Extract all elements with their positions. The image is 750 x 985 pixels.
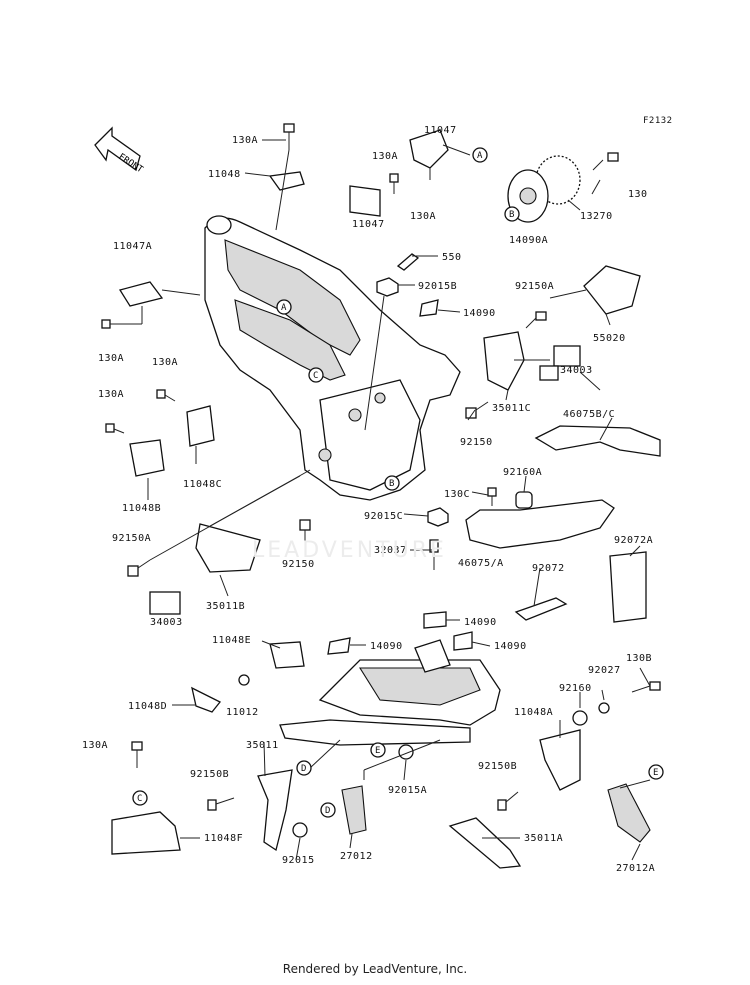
leader-lines [122, 139, 651, 861]
part-label: 35011C [492, 403, 531, 414]
part-label: 11048A [514, 707, 553, 718]
part-label: 92015 [282, 855, 315, 866]
part-label: 11012 [226, 707, 259, 718]
bracket-icon [111, 129, 651, 869]
part-label: 14090 [370, 641, 403, 652]
part-label: 130B [626, 653, 652, 664]
part-label: 92015C [364, 511, 403, 522]
part-label: 92160A [503, 467, 542, 478]
part-label: 92150 [460, 437, 493, 448]
part-label: 35011B [206, 601, 245, 612]
part-label: 35011A [524, 833, 563, 844]
spacer-icon [149, 345, 647, 623]
part-label: 34003 [150, 617, 183, 628]
part-label: 11047 [424, 125, 457, 136]
part-label: 130 [628, 189, 648, 200]
part-label: 11048E [212, 635, 251, 646]
ref-letter: B [509, 210, 514, 220]
watermark: LEADVENTURE [252, 538, 447, 563]
ref-letter: C [313, 371, 318, 381]
part-label: 130C [444, 489, 470, 500]
subframe [279, 639, 501, 746]
front-arrow-icon: FRONT [94, 126, 145, 176]
pad-icon [327, 299, 473, 655]
part-label: 46075/A [458, 558, 504, 569]
part-label: 14090 [463, 308, 496, 319]
part-label: 14090 [494, 641, 527, 652]
nut-icon [238, 277, 610, 838]
part-label: 92015A [388, 785, 427, 796]
part-label: 92150 [282, 559, 315, 570]
main-frame [204, 215, 461, 501]
part-label: 32037 [374, 545, 407, 556]
part-labels: 130A 11048 11047 130A 130A 11047 130 132… [82, 125, 655, 874]
part-label: 55020 [593, 333, 626, 344]
part-label: 92150B [478, 761, 517, 772]
part-label: 11047 [352, 219, 385, 230]
part-label: 130A [372, 151, 398, 162]
part-label: 11048D [128, 701, 167, 712]
part-label: 11047A [113, 241, 152, 252]
part-label: 27012A [616, 863, 655, 874]
part-label: 92072A [614, 535, 653, 546]
part-label: 92150B [190, 769, 229, 780]
part-label: 34003 [560, 365, 593, 376]
part-label: 92015B [418, 281, 457, 292]
part-label: 35011 [246, 740, 279, 751]
seal-icon [507, 155, 581, 223]
part-label: 11048B [122, 503, 161, 514]
part-label: 13270 [580, 211, 613, 222]
ref-letter: E [653, 768, 658, 778]
ref-letter: D [301, 764, 306, 774]
part-label: 11048 [208, 169, 241, 180]
part-label: 130A [98, 353, 124, 364]
part-label: 11048C [183, 479, 222, 490]
part-label: 27012 [340, 851, 373, 862]
ref-letter: E [375, 746, 380, 756]
part-label: 92150A [515, 281, 554, 292]
part-label: 92027 [588, 665, 621, 676]
pin-icon [396, 253, 420, 271]
part-label: 46075B/C [563, 409, 615, 420]
ref-letter: D [325, 806, 330, 816]
part-label: 14090 [464, 617, 497, 628]
bolt-icon [101, 123, 661, 811]
ref-letter: A [281, 303, 287, 313]
part-label: 130A [232, 135, 258, 146]
part-label: 14090A [509, 235, 548, 246]
diagram-code: F2132 [643, 116, 673, 126]
part-label: 92072 [532, 563, 565, 574]
part-label: 92160 [559, 683, 592, 694]
part-label: 130A [82, 740, 108, 751]
footer-credit: Rendered by LeadVenture, Inc. [282, 962, 468, 976]
footpeg-icon [465, 265, 661, 549]
part-label: 11048F [204, 833, 243, 844]
ref-letter: B [389, 479, 394, 489]
part-label: 92150A [112, 533, 151, 544]
part-label: 130A [410, 211, 436, 222]
part-label: 130A [98, 389, 124, 400]
part-label: 130A [152, 357, 178, 368]
ref-letter: A [477, 151, 483, 161]
ref-letter: C [137, 794, 142, 804]
reference-markers: A A B B C C D D E E [132, 147, 664, 818]
part-label: 550 [442, 252, 462, 263]
